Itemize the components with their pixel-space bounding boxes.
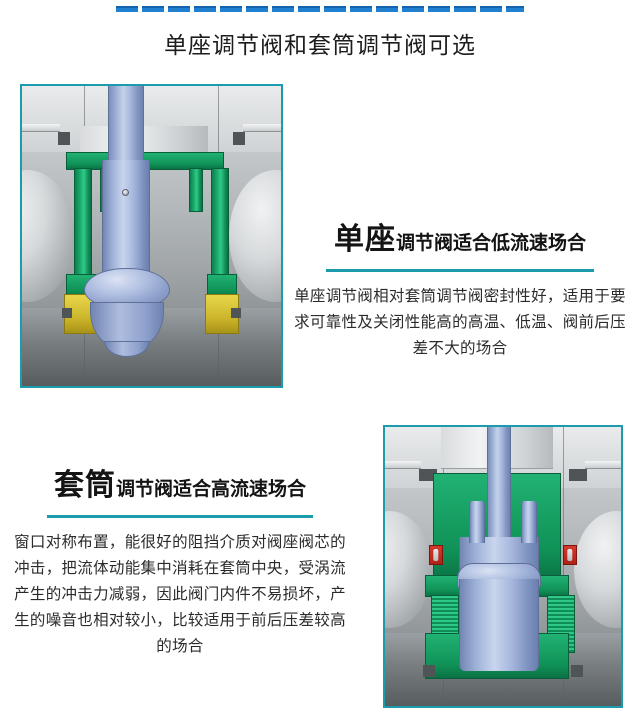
sleeve-heading-rest: 调节阀适合高流速场合	[115, 479, 306, 500]
page-title: 单座调节阀和套筒调节阀可选	[164, 32, 476, 58]
gasket-notch-left	[58, 132, 70, 145]
single-seat-heading-rest: 调节阀适合低流速场合	[395, 233, 586, 254]
seat-groove-left	[423, 665, 435, 677]
valve-stem-upper	[108, 86, 144, 162]
gasket-notch-left	[419, 469, 437, 481]
body-seam-right	[563, 427, 564, 706]
seat-groove-left	[62, 308, 72, 318]
top-dashed-divider	[116, 6, 524, 12]
single-seat-valve-diagram	[22, 86, 281, 386]
cage-wall-left	[74, 168, 92, 288]
seat-groove-right	[571, 665, 583, 677]
single-seat-text-block: 单座调节阀适合低流速场合 单座调节阀相对套筒调节阀密封性好，适用于要求可靠性及关…	[292, 214, 628, 362]
sleeve-heading: 套筒调节阀适合高流速场合	[12, 460, 348, 504]
single-seat-heading-emphasis: 单座	[333, 223, 396, 256]
bonnet-flange-right	[585, 461, 621, 469]
bonnet-flange-left	[385, 461, 421, 469]
valve-stem-upper	[487, 427, 511, 547]
cage-plug-guide-right	[521, 501, 537, 543]
cage-inner-rib-right	[189, 168, 203, 212]
single-seat-body-text: 单座调节阀相对套筒调节阀密封性好，适用于要求可靠性及关闭性能高的高温、低温、阀前…	[294, 288, 626, 357]
sleeve-text-block: 套筒调节阀适合高流速场合 窗口对称布置，能很好的阻挡介质对阀座阀芯的冲击，把流体…	[12, 460, 348, 660]
single-seat-heading-rule	[326, 269, 594, 272]
valve-plug-head	[84, 268, 170, 308]
bonnet-flange-left	[22, 124, 60, 132]
single-seat-heading: 单座调节阀适合低流速场合	[292, 214, 628, 258]
gasket-notch-right	[569, 469, 587, 481]
valve-stem-lower	[102, 160, 150, 276]
seat-groove-right	[231, 308, 241, 318]
sleeve-heading-emphasis: 套筒	[53, 469, 116, 502]
sleeve-heading-rule	[47, 515, 313, 518]
seal-ring-right	[563, 545, 577, 565]
sleeve-body-text: 窗口对称布置，能很好的阻挡介质对阀座阀芯的冲击，把流体动能集中消耗在套筒中央，受…	[14, 534, 346, 655]
cage-plug-body	[459, 579, 539, 671]
seal-ring-left	[429, 545, 443, 565]
cage-plug-guide-left	[469, 501, 485, 543]
gasket-notch-right	[233, 132, 245, 145]
bonnet-block	[80, 126, 208, 154]
stem-pin-icon	[122, 189, 129, 196]
sleeve-valve-image	[383, 425, 623, 708]
sleeve-valve-diagram	[385, 427, 621, 706]
single-seat-valve-image	[20, 84, 283, 388]
cage-wall-right	[211, 168, 229, 288]
bonnet-flange-right	[243, 124, 281, 132]
